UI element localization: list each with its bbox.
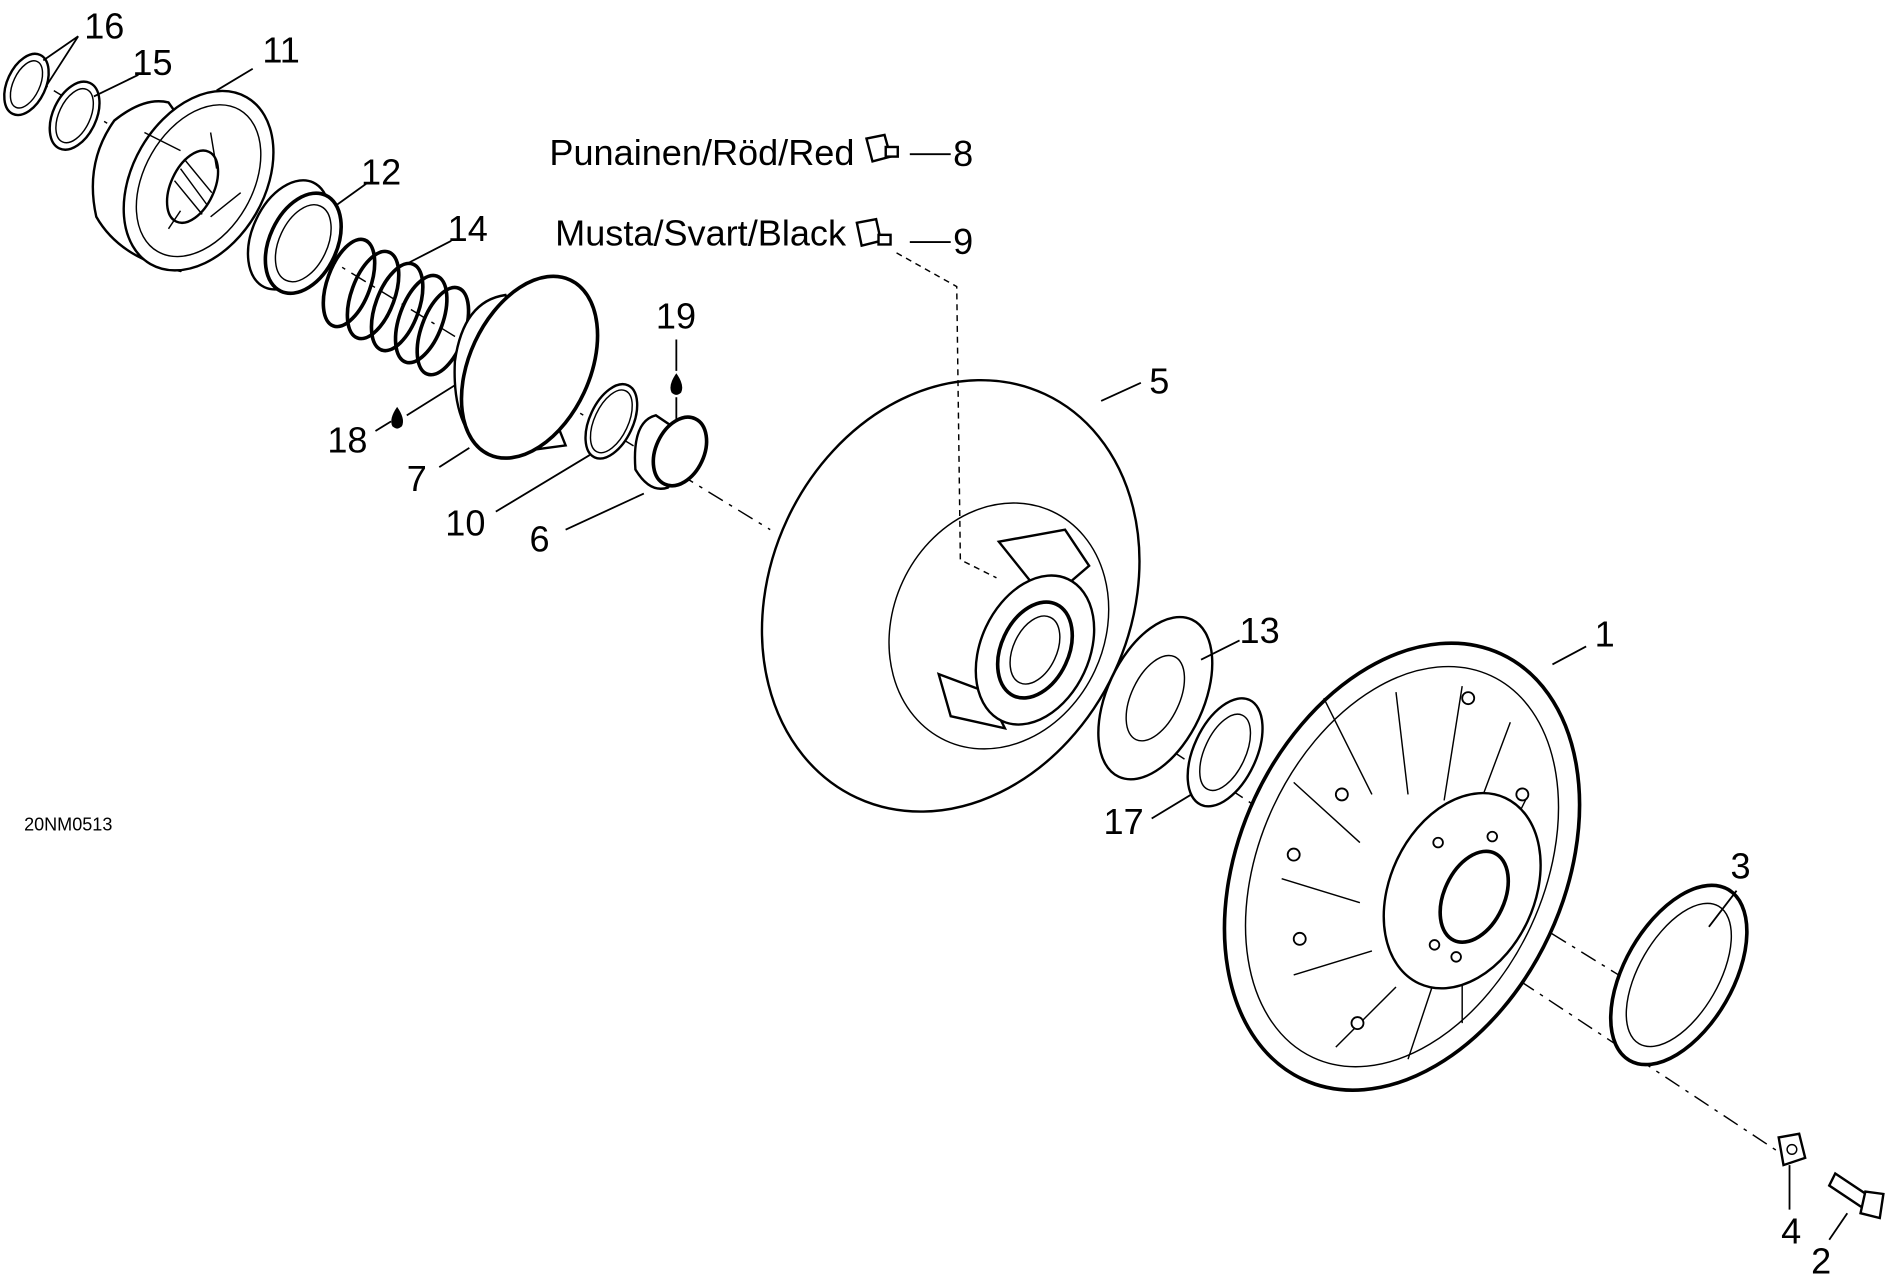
part-17-washer[interactable] [1172,687,1278,818]
callout-9: 9 [953,221,973,262]
callout-10: 10 [445,503,485,544]
callout-7: 7 [407,458,427,499]
part-1-movable-sheave[interactable] [1156,585,1649,1148]
callout-2: 2 [1811,1240,1831,1281]
callout-4: 4 [1781,1210,1801,1251]
part-2-bolt[interactable] [1827,1171,1885,1220]
part-5-fixed-sheave[interactable] [693,318,1208,874]
oil-drop-icon [391,406,404,429]
part-10-ring[interactable] [575,376,648,466]
part-14-spring[interactable] [313,233,479,382]
part-4-nut[interactable] [1777,1132,1807,1167]
drawing-code: 20NM0513 [24,815,112,835]
part-12-bearing[interactable] [232,167,356,305]
callout-18: 18 [327,420,367,461]
callout-3: 3 [1731,846,1751,887]
part-13-washer[interactable] [1075,599,1235,797]
part-16-snap-ring[interactable] [0,47,58,122]
callout-13: 13 [1240,610,1280,651]
oil-drop-icon [670,373,683,395]
callout-17: 17 [1104,801,1144,842]
part-11-housing[interactable] [91,64,304,297]
callout-6: 6 [530,518,550,559]
callout-14: 14 [448,208,488,249]
part-8-red-connector[interactable] [864,133,899,163]
callout-12: 12 [361,151,401,192]
callout-5: 5 [1149,361,1169,402]
callout-8: 8 [953,133,973,174]
red-wire-label: Punainen/Röd/Red [549,132,854,173]
routing-line [896,252,997,579]
part-6-bushing[interactable] [633,409,717,495]
callout-1: 1 [1595,613,1615,654]
callout-16: 16 [84,6,124,47]
part-7-cup[interactable] [434,255,624,480]
callout-19: 19 [656,296,696,337]
callout-11: 11 [262,30,299,71]
part-15-ring[interactable] [40,74,110,158]
part-3-plate[interactable] [1583,862,1775,1087]
part-9-black-connector[interactable] [855,217,892,248]
leader-lines [42,35,1849,1241]
black-wire-label: Musta/Svart/Black [555,213,847,254]
callout-15: 15 [132,42,172,83]
